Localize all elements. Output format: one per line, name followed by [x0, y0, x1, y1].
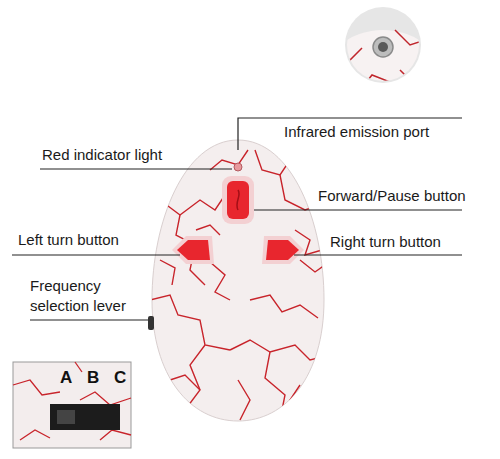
callout-label: Frequency selection lever — [30, 276, 155, 316]
left-button — [177, 240, 210, 260]
switch-position-letter: B — [87, 368, 99, 388]
callout-label: Red indicator light — [42, 145, 162, 165]
ir-port-inset — [323, 7, 443, 130]
forward-button — [227, 181, 249, 219]
right-button-frame — [262, 236, 304, 264]
egg-body — [148, 140, 330, 421]
right-button — [266, 240, 299, 260]
crack-pattern — [150, 150, 330, 420]
switch-position-letter: C — [114, 368, 126, 388]
frequency-lever — [148, 316, 154, 330]
callout-label: Right turn button — [330, 232, 441, 252]
leader-lines — [12, 118, 462, 320]
lever-inset — [13, 362, 131, 448]
callout-label: Forward/Pause button — [318, 186, 466, 206]
left-button-frame — [172, 236, 214, 264]
switch-position-letter: A — [60, 368, 72, 388]
callout-label: Infrared emission port — [284, 122, 429, 142]
callout-label: Left turn button — [18, 230, 119, 250]
indicator-light — [234, 163, 242, 171]
forward-button-frame — [222, 176, 254, 224]
